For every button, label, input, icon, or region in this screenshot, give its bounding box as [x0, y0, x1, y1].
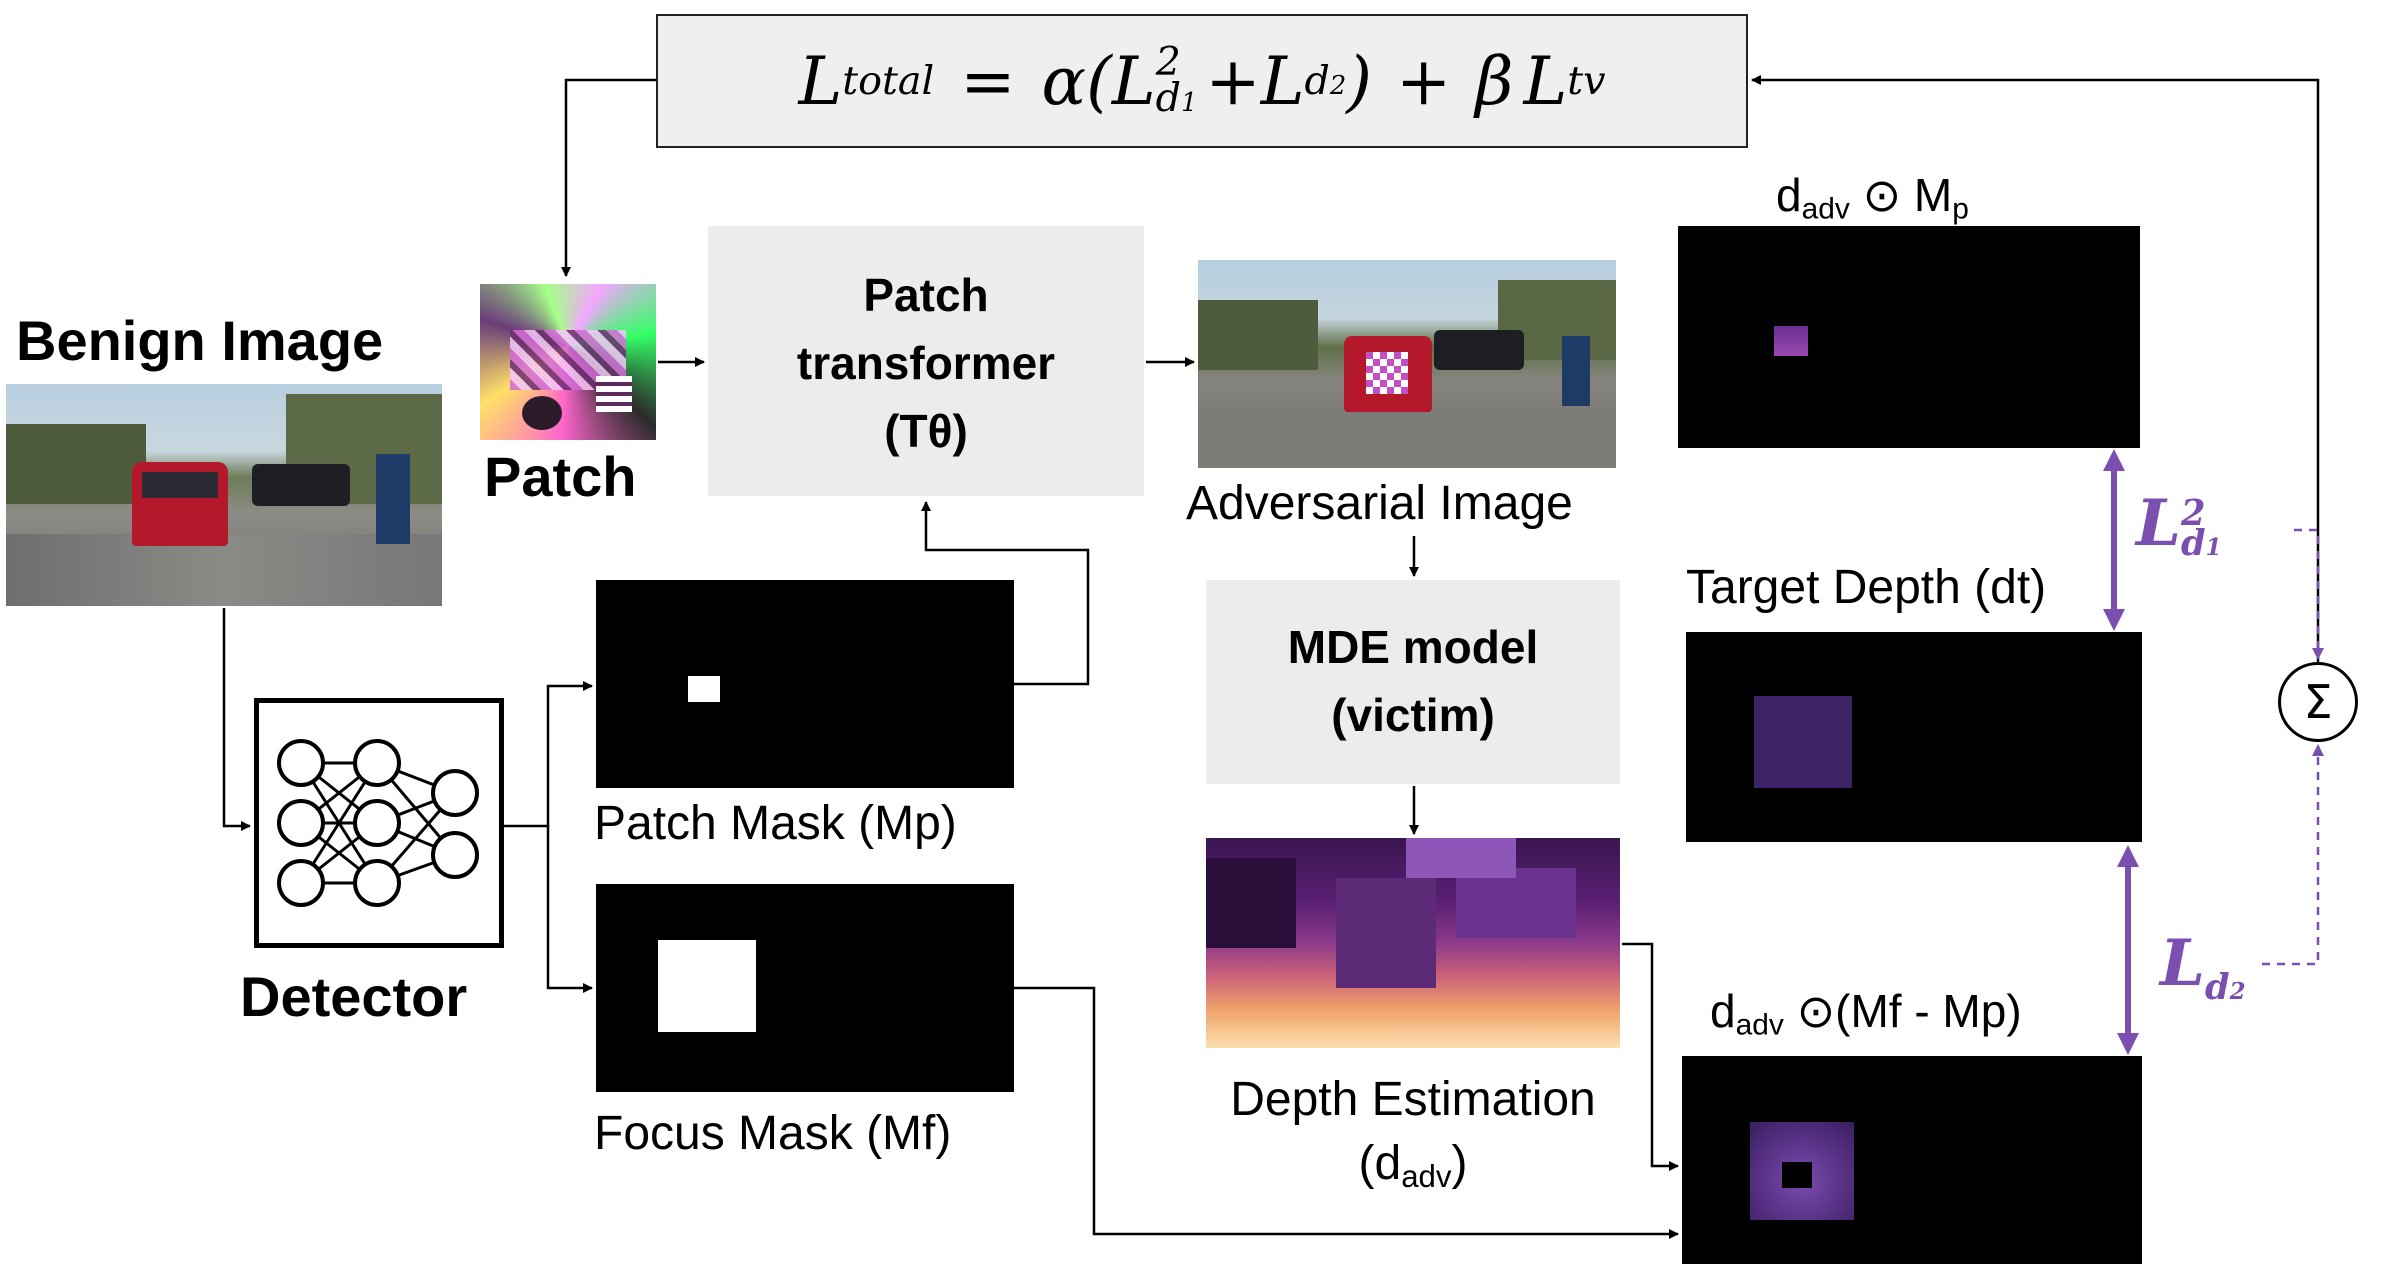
dadv-mf-mp-map: [1682, 1056, 2142, 1264]
patch-transformer-box: Patch transformer (Tθ): [708, 226, 1144, 496]
mde-model-line2: (victim): [1331, 689, 1495, 741]
mde-model-box: MDE model (victim): [1206, 580, 1620, 784]
dadv-mf-mp-label: dadv ⊙(Mf - Mp): [1710, 985, 2022, 1042]
adversarial-image-label: Adversarial Image: [1186, 477, 1573, 530]
depth-estimation-line1: Depth Estimation: [1230, 1073, 1596, 1126]
benign-image-title: Benign Image: [16, 309, 384, 372]
benign-image: [6, 384, 442, 606]
depth-estimation-map: [1206, 838, 1620, 1048]
mde-model-line1: MDE model: [1287, 621, 1539, 673]
focus-mask: [596, 884, 1014, 1092]
detector-box: [254, 698, 504, 948]
patch-transformer-line3: (Tθ): [884, 405, 968, 457]
target-depth-map: [1686, 632, 2142, 842]
neural-network-icon: [277, 739, 479, 907]
depth-estimation-line2: (dadv): [1358, 1137, 1468, 1194]
sum-node: Σ: [2278, 662, 2358, 742]
sigma-symbol: Σ: [2303, 675, 2333, 729]
patch-transformer-line2: transformer: [796, 337, 1056, 389]
patch-transformer-line1: Patch: [863, 269, 989, 321]
patch-label: Patch: [484, 445, 637, 508]
patch-mask: [596, 580, 1014, 788]
adversarial-patch: [480, 284, 656, 440]
dadv-mp-label: dadv ⊙ Mp: [1776, 169, 1969, 226]
focus-mask-label: Focus Mask (Mf): [594, 1107, 952, 1160]
target-depth-label: Target Depth (dt): [1686, 561, 2047, 614]
adversarial-image: [1198, 260, 1616, 468]
patch-mask-label: Patch Mask (Mp): [594, 797, 957, 850]
detector-label: Detector: [240, 965, 468, 1028]
dadv-mp-map: [1678, 226, 2140, 448]
loss-d2-label: Ld2: [2160, 926, 2246, 1009]
